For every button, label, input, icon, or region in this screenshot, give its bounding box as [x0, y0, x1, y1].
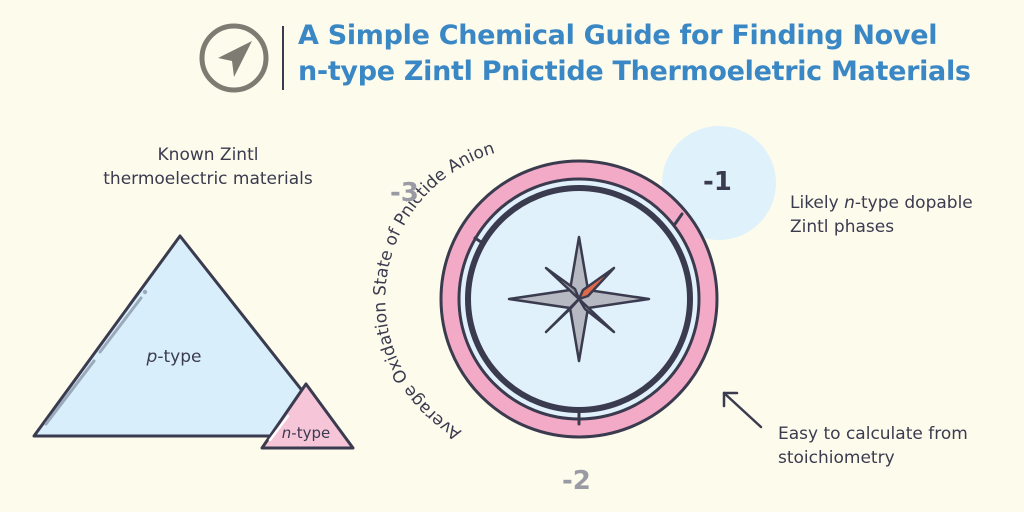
- title-divider: [282, 26, 284, 90]
- title-line-1: A Simple Chemical Guide for Finding Nove…: [298, 20, 938, 51]
- known-zintl-heading: Known Zintl thermoelectric materials: [103, 145, 313, 189]
- navigation-arrow-icon: [199, 23, 269, 93]
- dial-tick-marks: [473, 212, 684, 426]
- pointer-arrow-icon: [722, 391, 763, 429]
- label-minus-1: -1: [703, 167, 732, 197]
- n-type-triangle: [260, 382, 355, 450]
- p-type-label: p-type: [146, 347, 202, 367]
- easy-to-calculate-text: Easy to calculate from stoichiometry: [778, 424, 968, 468]
- n-type-label: n-type: [282, 424, 330, 442]
- label-minus-2: -2: [562, 466, 591, 496]
- highlight-bubble: [662, 126, 776, 240]
- title-line-2: n-type Zintl Pnictide Thermoeletric Mate…: [298, 56, 971, 87]
- p-type-triangle: [32, 234, 340, 438]
- likely-n-type-text: Likely n-type dopable Zintl phases: [790, 193, 973, 237]
- label-minus-3: -3: [390, 178, 419, 208]
- compass-rose-icon: [507, 235, 651, 363]
